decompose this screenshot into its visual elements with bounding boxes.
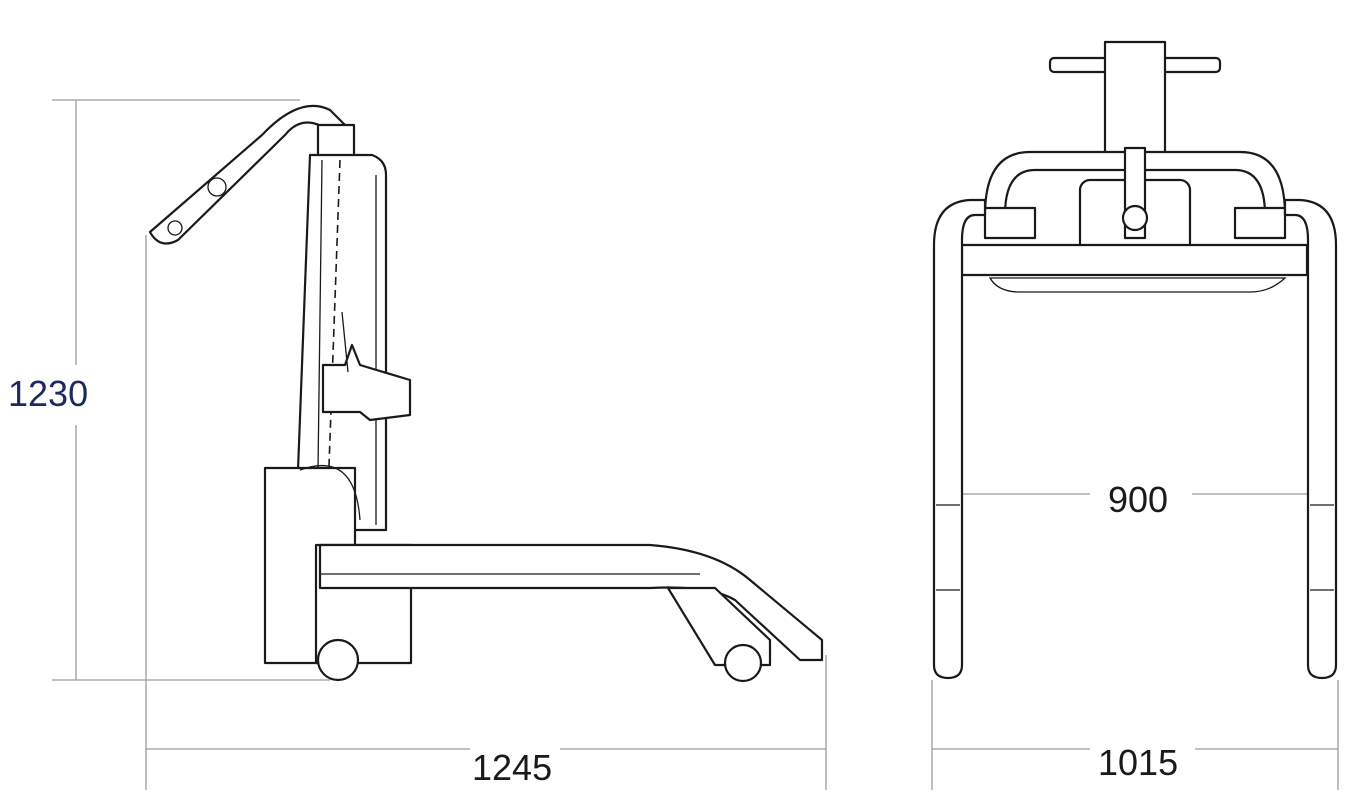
height-dimension-lines	[52, 99, 330, 681]
mast	[296, 153, 388, 532]
length-label: 1245	[468, 750, 557, 786]
cross-beam	[960, 243, 1309, 277]
left-leg	[932, 198, 987, 680]
top-pivot	[1103, 40, 1167, 162]
boom-pivot	[316, 123, 356, 159]
height-label: 1230	[4, 376, 93, 412]
inner-width-label: 900	[1104, 482, 1173, 518]
front-caster	[723, 643, 763, 683]
outer-width-label: 1015	[1094, 745, 1183, 781]
front-view	[932, 40, 1338, 680]
right-leg	[1283, 198, 1338, 680]
rear-wheel	[316, 638, 360, 682]
length-dimension-lines	[145, 235, 827, 790]
outer-width-dimension-lines	[931, 680, 1339, 790]
control-handle	[321, 343, 412, 422]
side-view	[148, 104, 824, 683]
